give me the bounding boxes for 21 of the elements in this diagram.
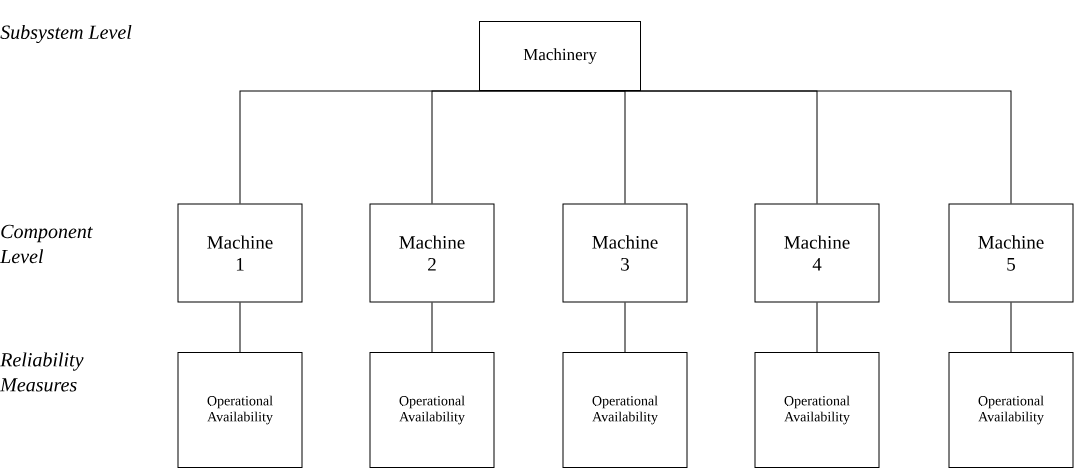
connector-line	[624, 302, 626, 353]
level-label: Component Level	[0, 224, 93, 264]
component-box: Machine 1	[177, 203, 303, 303]
component-box: Machine 2	[369, 203, 495, 303]
connector-line	[559, 90, 1012, 204]
component-box: Machine 4	[754, 203, 880, 303]
connector-line	[431, 302, 433, 353]
connector-line	[431, 90, 561, 204]
connector-line	[816, 302, 818, 353]
subsystem-box: Machinery	[479, 21, 641, 91]
connector-line	[1010, 302, 1012, 353]
measure-box: Operational Availability	[754, 352, 880, 468]
measure-box: Operational Availability	[369, 352, 495, 468]
level-label: Reliability Measures	[0, 352, 84, 392]
measure-box: Operational Availability	[177, 352, 303, 468]
measure-box: Operational Availability	[562, 352, 688, 468]
measure-box: Operational Availability	[948, 352, 1074, 468]
connector-line	[239, 302, 241, 353]
component-box: Machine 5	[948, 203, 1074, 303]
component-box: Machine 3	[562, 203, 688, 303]
level-label: Subsystem Level	[0, 24, 132, 44]
